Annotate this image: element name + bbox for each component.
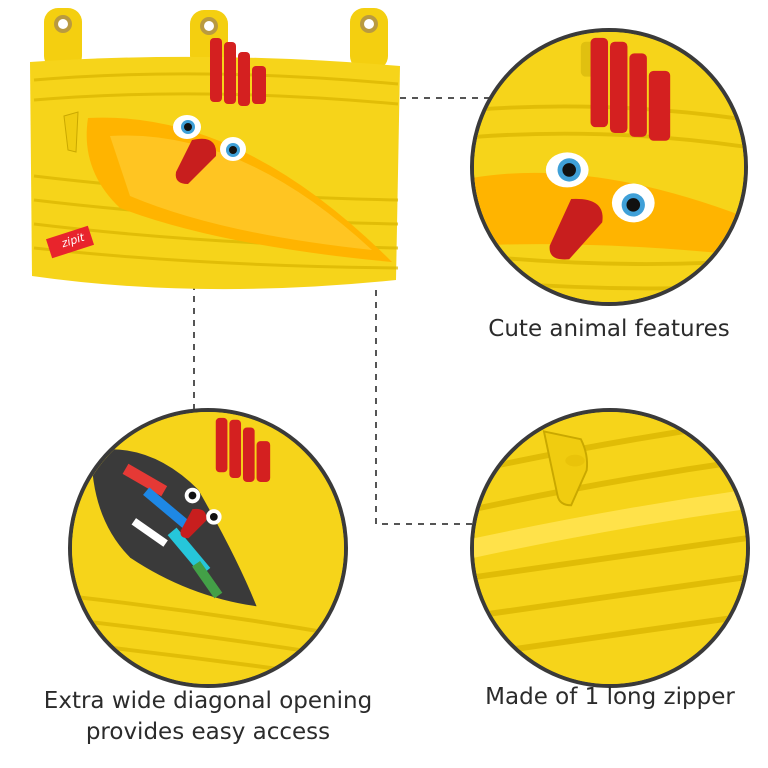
opening-with-supplies	[91, 449, 257, 607]
caption-long-zipper: Made of 1 long zipper	[485, 684, 735, 710]
caption-diagonal-opening: Extra wide diagonal opening provides eas…	[43, 688, 373, 745]
pencil-supplies	[122, 463, 223, 599]
comb-closeup	[590, 37, 671, 141]
eye-left	[173, 115, 201, 139]
beak-opening	[180, 508, 207, 539]
beak-closeup	[549, 198, 603, 260]
eye-right-closeup	[611, 183, 655, 223]
eye-right-opening	[206, 509, 222, 525]
binder-tab-left	[44, 8, 82, 70]
feature-circle-long-zipper	[470, 408, 750, 688]
zipper-pull	[63, 111, 79, 153]
zipper-pull-closeup	[542, 430, 589, 507]
eye-left-closeup	[545, 152, 589, 188]
zipper-track	[474, 489, 746, 558]
binder-tab-right	[350, 8, 388, 70]
eye-right	[220, 137, 246, 161]
eye-left-opening	[184, 487, 201, 504]
comb-opening	[215, 417, 271, 482]
pencil-pouch-photo: zipit	[0, 0, 420, 300]
pouch-opening-closeup	[474, 172, 744, 256]
comb	[210, 38, 266, 106]
caption-animal-features: Cute animal features	[488, 316, 730, 342]
feature-circle-diagonal-opening	[68, 408, 348, 688]
brand-tag	[45, 225, 95, 259]
feature-circle-animal-features	[470, 28, 748, 306]
beak	[175, 138, 217, 184]
